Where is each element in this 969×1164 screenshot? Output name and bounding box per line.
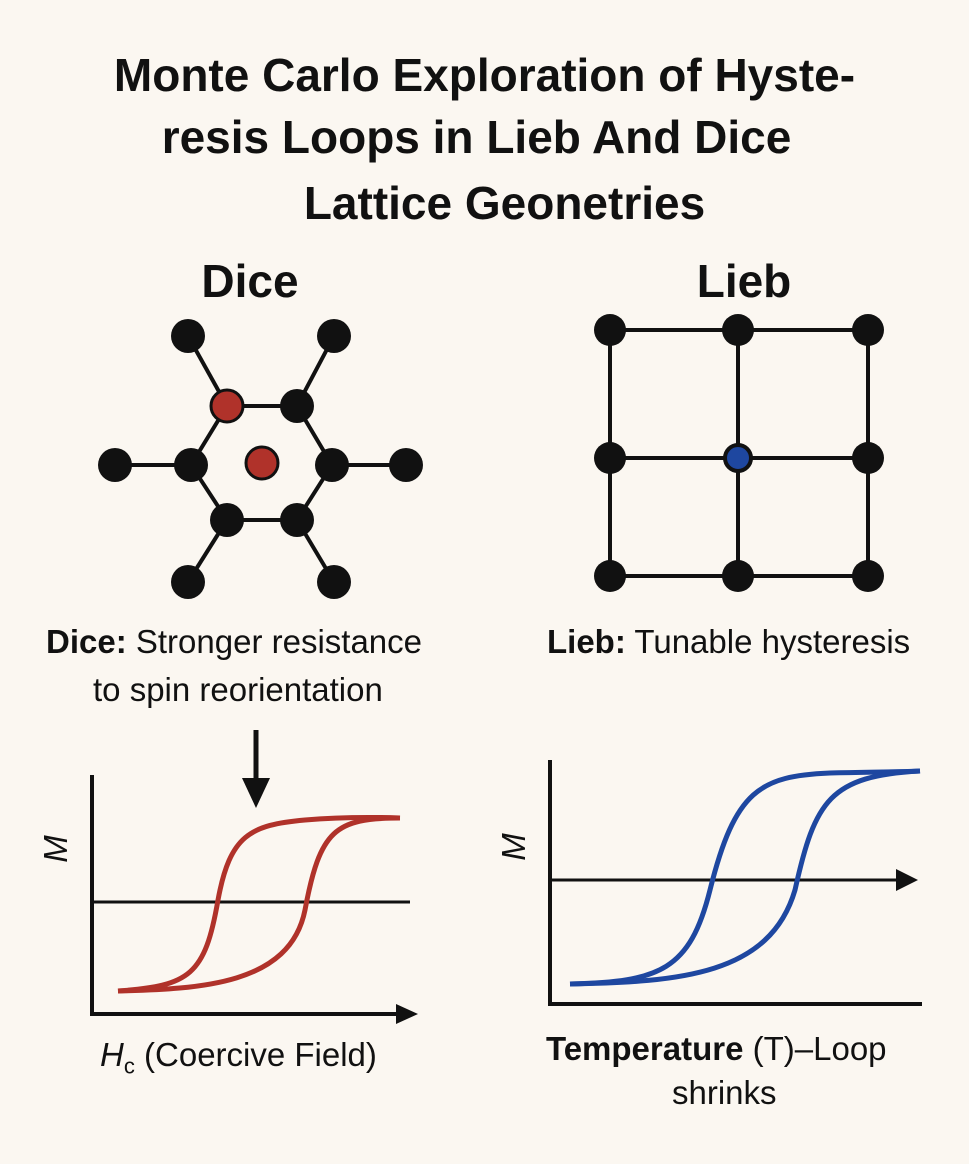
lieb-x-bold: Temperature <box>546 1030 744 1067</box>
lieb-x-label: Temperature (T)–Loop <box>546 1030 887 1068</box>
lieb-heading: Lieb <box>696 255 792 307</box>
dice-hysteresis-plot <box>90 775 418 1024</box>
lieb-loop-lower-branch <box>569 768 921 987</box>
dice-x-subscript: c <box>123 1053 135 1079</box>
dice-site <box>389 448 423 482</box>
lieb-x-symbol: (T) <box>752 1030 795 1067</box>
dice-lattice-diagram <box>98 319 423 599</box>
dice-x-symbol: H <box>100 1036 124 1073</box>
lieb-caption-label: Lieb: <box>547 623 626 660</box>
lieb-loop-upper-branch <box>569 768 921 987</box>
dice-site <box>174 448 208 482</box>
lieb-y-label: M <box>495 833 532 861</box>
dice-caption-text: Stronger resistance <box>135 623 423 660</box>
lieb-site <box>852 442 884 474</box>
dice-site <box>210 503 244 537</box>
dice-site <box>280 503 314 537</box>
dice-x-label: Hc (Coercive Field) <box>100 1036 377 1080</box>
dice-heading: Dice <box>201 255 299 307</box>
dice-loop-lower-branch <box>117 815 401 994</box>
lieb-site <box>594 560 626 592</box>
title-line-1: Monte Carlo Exploration of Hyste- <box>113 49 856 101</box>
lieb-x-axis-arrowhead <box>896 869 918 891</box>
dice-site <box>315 448 349 482</box>
lieb-lattice-diagram <box>594 314 884 592</box>
dice-site <box>98 448 132 482</box>
lieb-x-text: –Loop <box>794 1030 887 1067</box>
dice-center-site <box>244 445 280 481</box>
lieb-caption: Lieb: Tunable hysteresis <box>547 622 910 662</box>
dice-caption-line2: to spin reorientation <box>93 671 383 708</box>
dice-sites <box>98 319 423 599</box>
dice-x-axis-arrowhead <box>396 1004 418 1024</box>
title-line-3: Lattice Geonetries <box>303 177 706 229</box>
down-arrow-icon <box>242 730 270 808</box>
dice-site <box>317 319 351 353</box>
dice-y-label: M <box>37 835 74 863</box>
dice-site <box>171 319 205 353</box>
dice-caption: Dice: Stronger resistance <box>46 622 422 662</box>
lieb-site <box>594 314 626 346</box>
lieb-site <box>722 314 754 346</box>
dice-x-text: (Coercive Field) <box>144 1036 377 1073</box>
dice-site <box>317 565 351 599</box>
lieb-site <box>852 560 884 592</box>
dice-highlight-site <box>209 388 245 424</box>
lieb-caption-text: Tunable hysteresis <box>634 623 911 660</box>
lieb-sites <box>594 314 884 592</box>
dice-loop-upper-branch <box>117 814 401 994</box>
dice-caption-label: Dice: <box>46 623 127 660</box>
lieb-x-label-line2: shrinks <box>672 1074 777 1111</box>
dice-site <box>171 565 205 599</box>
lieb-hysteresis-plot <box>548 760 922 1006</box>
lieb-site <box>722 560 754 592</box>
dice-site <box>280 389 314 423</box>
lieb-site <box>594 442 626 474</box>
title-line-2: resis Loops in Lieb And Dice <box>161 111 792 163</box>
lieb-center-site <box>723 443 753 473</box>
lieb-site <box>852 314 884 346</box>
